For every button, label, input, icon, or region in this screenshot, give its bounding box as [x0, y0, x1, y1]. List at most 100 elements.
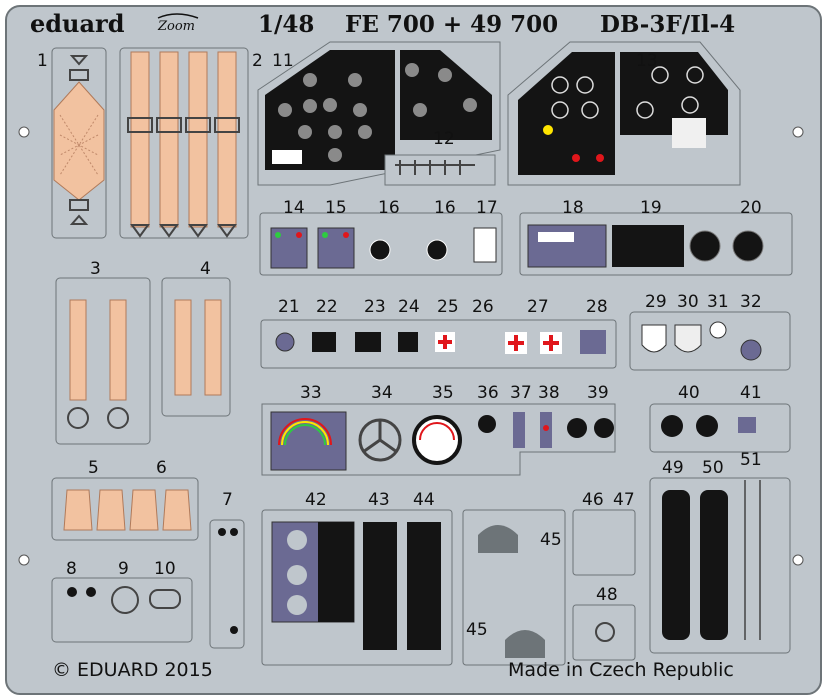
carrier-part-2 [119, 47, 249, 239]
origin-text: Made in Czech Republic [508, 659, 734, 681]
svg-text:33: 33 [300, 383, 322, 403]
gear-part-9 [111, 586, 139, 614]
lever-strip-12 [384, 154, 496, 186]
mount-hole [792, 126, 804, 138]
svg-text:47: 47 [613, 490, 635, 510]
gauge-29 [641, 324, 667, 353]
svg-text:31: 31 [707, 292, 729, 312]
gauge-21 [275, 332, 295, 352]
svg-text:11: 11 [272, 51, 294, 71]
part-number-labels: 1 2 11 12 13 14 15 16 16 17 18 19 20 21 … [37, 51, 762, 640]
svg-text:7: 7 [222, 490, 233, 510]
svg-text:24: 24 [398, 297, 420, 317]
svg-text:46: 46 [582, 490, 604, 510]
gauge-31 [709, 321, 727, 339]
svg-text:2: 2 [252, 51, 263, 71]
gauge-36 [478, 415, 496, 433]
svg-text:45: 45 [540, 530, 562, 550]
svg-text:9: 9 [118, 559, 129, 579]
dial-16a [369, 239, 391, 261]
svg-text:8: 8 [66, 559, 77, 579]
svg-text:42: 42 [305, 490, 327, 510]
panel-43 [363, 522, 397, 650]
panel-22 [312, 332, 336, 352]
svg-text:49: 49 [662, 458, 684, 478]
svg-text:28: 28 [586, 297, 608, 317]
svg-text:1: 1 [37, 51, 48, 71]
mount-hole [18, 554, 30, 566]
svg-text:18: 18 [562, 198, 584, 218]
svg-text:20: 20 [740, 198, 762, 218]
svg-text:10: 10 [154, 559, 176, 579]
panel-44 [407, 522, 441, 650]
svg-text:27: 27 [527, 297, 549, 317]
svg-text:39: 39 [587, 383, 609, 403]
scale-text: 1/48 [258, 11, 314, 38]
mount-hole [18, 126, 30, 138]
svg-text:41: 41 [740, 383, 762, 403]
svg-text:30: 30 [677, 292, 699, 312]
svg-text:21: 21 [278, 297, 300, 317]
gauge-39a [567, 418, 587, 438]
gauge-39b [594, 418, 614, 438]
svg-text:25: 25 [437, 297, 459, 317]
svg-text:43: 43 [368, 490, 390, 510]
part-number-text: FE 700 + 49 700 [345, 11, 558, 38]
radio-panel-18 [527, 224, 607, 268]
radio-panel-19 [612, 225, 684, 267]
panel-49 [662, 490, 690, 640]
svg-text:36: 36 [477, 383, 499, 403]
svg-text:37: 37 [510, 383, 532, 403]
svg-text:26: 26 [472, 297, 494, 317]
svg-text:29: 29 [645, 292, 667, 312]
svg-text:44: 44 [413, 490, 435, 510]
zoom-logo-swash [157, 13, 199, 19]
svg-text:22: 22 [316, 297, 338, 317]
svg-text:13: 13 [636, 51, 658, 71]
svg-text:32: 32 [740, 292, 762, 312]
svg-text:40: 40 [678, 383, 700, 403]
carrier-part-7 [209, 519, 245, 649]
carrier-part-46-47 [572, 509, 636, 576]
panel-24 [398, 332, 418, 352]
gauge-41 [738, 417, 756, 433]
knob-32 [740, 339, 762, 361]
zoom-logo: Zoom [157, 19, 195, 34]
gauge-20b [732, 230, 764, 262]
gauge-40a [661, 415, 683, 437]
ring-part-10 [149, 589, 181, 609]
svg-text:5: 5 [88, 458, 99, 478]
svg-text:6: 6 [156, 458, 167, 478]
gauge-20a [689, 230, 721, 262]
svg-text:3: 3 [90, 259, 101, 279]
svg-text:48: 48 [596, 585, 618, 605]
panel-23 [355, 332, 381, 352]
panel-50 [700, 490, 728, 640]
gauge-30 [674, 324, 702, 353]
svg-text:16: 16 [378, 198, 400, 218]
mount-hole [792, 554, 804, 566]
carrier-part-40-41 [649, 403, 791, 453]
belt-part-2 [127, 51, 240, 238]
svg-text:51: 51 [740, 450, 762, 470]
svg-text:4: 4 [200, 259, 211, 279]
svg-text:16: 16 [434, 198, 456, 218]
svg-text:12: 12 [433, 129, 455, 149]
dial-16b [426, 239, 448, 261]
panel-37 [513, 412, 525, 448]
model-text: DB-3F/Il-4 [600, 11, 735, 38]
brand-text: eduard [30, 9, 125, 38]
svg-text:19: 19 [640, 198, 662, 218]
svg-text:38: 38 [538, 383, 560, 403]
svg-text:45: 45 [466, 620, 488, 640]
panel-28 [580, 330, 606, 354]
svg-text:23: 23 [364, 297, 386, 317]
svg-text:50: 50 [702, 458, 724, 478]
svg-text:34: 34 [371, 383, 393, 403]
gauge-40b [696, 415, 718, 437]
switch-box-17 [473, 227, 497, 263]
svg-text:35: 35 [432, 383, 454, 403]
copyright-text: © EDUARD 2015 [52, 659, 213, 681]
svg-text:15: 15 [325, 198, 347, 218]
